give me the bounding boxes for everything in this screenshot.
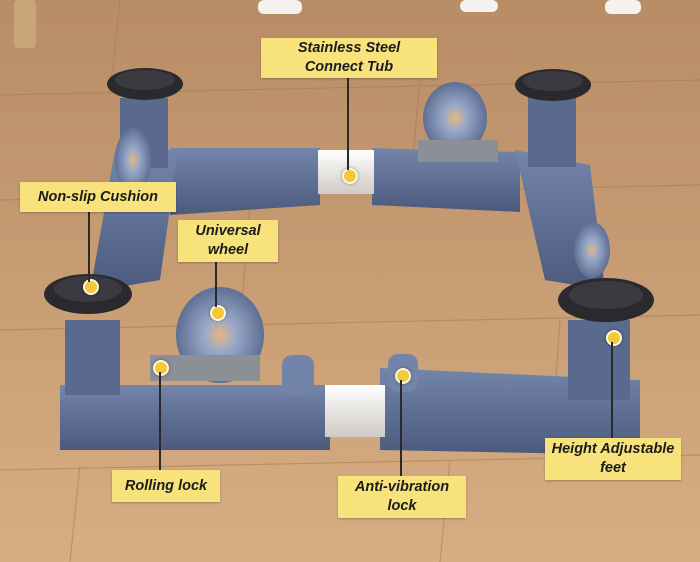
leg-back-right — [528, 95, 576, 167]
callout-stainless-steel-tub: Stainless Steel Connect Tub — [261, 38, 437, 78]
callout-rolling-lock: Rolling lock — [112, 470, 220, 502]
indicator-dot — [606, 330, 622, 346]
leader-line — [159, 372, 161, 472]
steel-tube-front — [325, 385, 385, 437]
leader-line — [400, 380, 402, 476]
leader-line — [88, 212, 90, 282]
anti-vibration-pad — [282, 355, 314, 395]
leg-front-left — [65, 320, 120, 395]
leader-line — [611, 342, 613, 440]
callout-universal-wheel: Universal wheel — [178, 220, 278, 262]
bg-white-object — [258, 0, 302, 14]
indicator-dot — [83, 279, 99, 295]
bg-stool-leg — [14, 0, 36, 48]
callout-non-slip-cushion: Non-slip Cushion — [20, 182, 176, 212]
bg-white-object — [460, 0, 498, 12]
indicator-dot — [210, 305, 226, 321]
frame-back-right — [372, 148, 520, 212]
leg-front-right — [568, 320, 630, 400]
bg-white-object — [605, 0, 641, 14]
wheel-right-side — [574, 222, 610, 278]
indicator-dot — [342, 168, 358, 184]
leader-line — [347, 78, 349, 170]
wheel-back-right — [423, 82, 487, 154]
frame-front-left — [60, 385, 330, 450]
wheel-back-left — [115, 128, 151, 192]
callout-height-adjustable-feet: Height Adjustable feet — [545, 438, 681, 480]
indicator-dot — [395, 368, 411, 384]
callout-anti-vibration-lock: Anti-vibration lock — [338, 476, 466, 518]
leader-line — [215, 262, 217, 307]
indicator-dot — [153, 360, 169, 376]
frame-back-left — [170, 148, 320, 215]
